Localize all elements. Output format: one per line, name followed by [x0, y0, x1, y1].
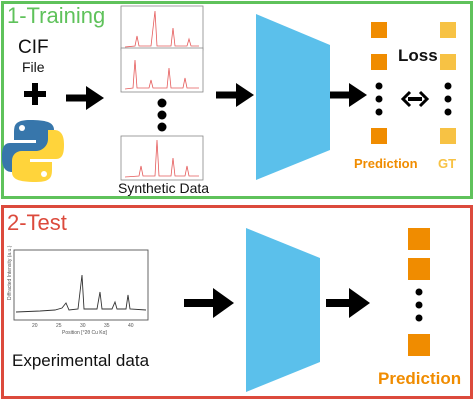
gt-label: GT: [438, 156, 457, 171]
double-arrow-icon: [400, 90, 430, 108]
training-title: 1-Training: [7, 3, 106, 28]
right-arrow-icon: [216, 83, 254, 107]
plot-tick-label: 30: [80, 323, 86, 329]
experimental-data-label: Experimental data: [12, 351, 150, 370]
plot-y-axis-label: Diffracted Intensity (a.u.): [7, 245, 13, 300]
training-prediction-column: [371, 22, 387, 144]
plot-tick-label: 25: [56, 323, 62, 329]
synthetic-spectrum-3: [120, 135, 204, 181]
python-logo-icon: [2, 120, 64, 182]
synthetic-spectrum-2: [120, 47, 204, 93]
plus-icon: [24, 83, 46, 105]
loss-label: Loss: [398, 46, 438, 65]
right-arrow-icon: [326, 288, 370, 318]
test-title: 2-Test: [7, 210, 67, 235]
gt-column: [440, 22, 456, 144]
plot-tick-label: 35: [104, 323, 110, 329]
right-arrow-icon: [184, 288, 234, 318]
plot-tick-label: 20: [32, 323, 38, 329]
test-network-shape: [246, 228, 320, 392]
file-label: File: [22, 59, 45, 75]
synthetic-spectrum-1: [120, 5, 204, 51]
vertical-dots: [157, 98, 167, 132]
synthetic-data-label: Synthetic Data: [118, 180, 210, 196]
test-prediction-label: Prediction: [378, 369, 462, 388]
plot-tick-label: 40: [128, 323, 134, 329]
experimental-plot: 20 25 30 35 40 Position [°2θ Cu Kα] Diff…: [7, 245, 149, 336]
test-prediction-column: [408, 228, 430, 356]
right-arrow-icon: [330, 83, 367, 107]
training-panel: [1, 1, 473, 199]
plot-x-axis-label: Position [°2θ Cu Kα]: [62, 330, 108, 336]
right-arrow-icon: [66, 86, 104, 110]
training-network-shape: [256, 14, 330, 180]
cif-label: CIF: [18, 37, 49, 58]
test-panel: [1, 205, 473, 399]
training-prediction-label: Prediction: [354, 156, 418, 171]
